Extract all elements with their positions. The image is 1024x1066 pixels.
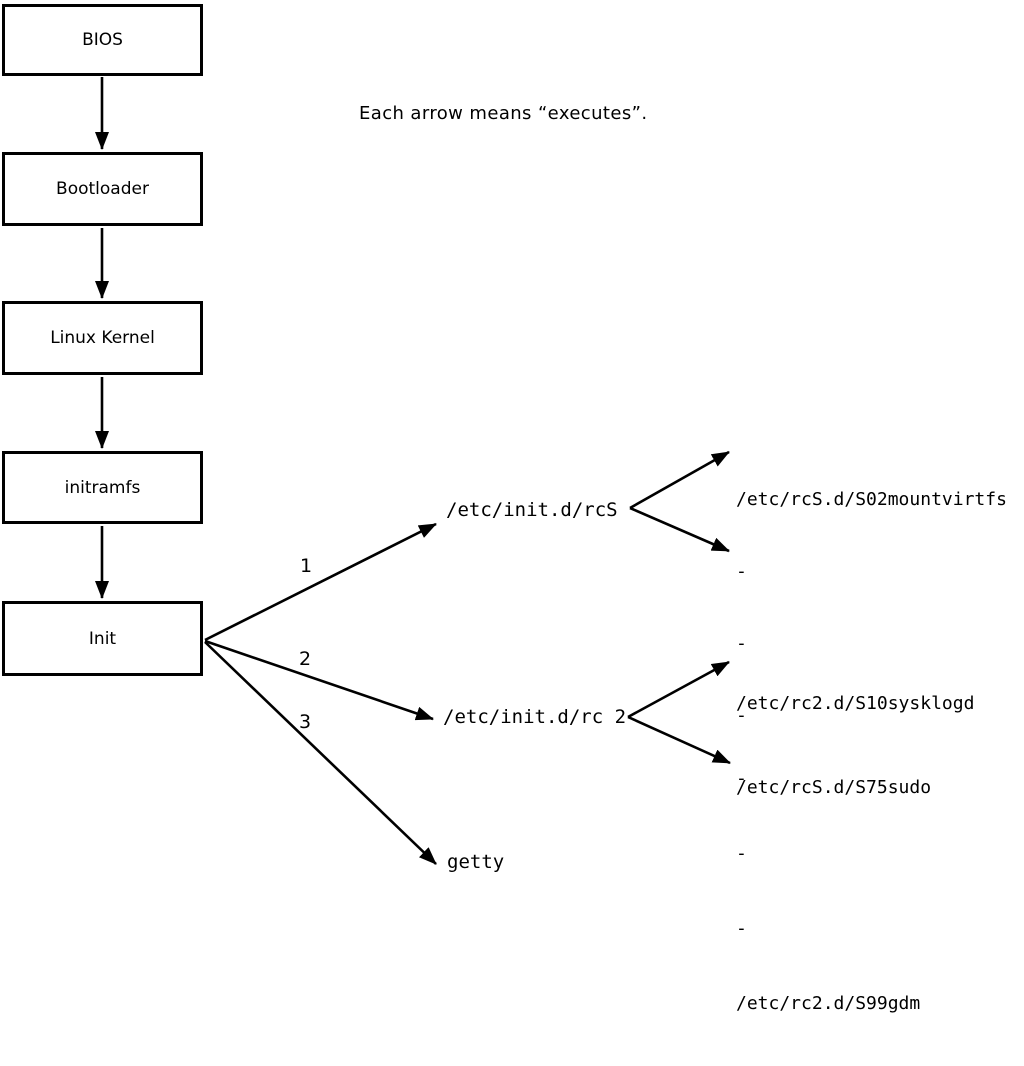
node-etc-init-d-rcS: /etc/init.d/rcS xyxy=(446,499,618,521)
box-init-label: Init xyxy=(88,628,117,649)
arrow-layer xyxy=(95,77,731,865)
rcS-script-first: /etc/rcS.d/S02mountvirtfs xyxy=(736,489,1007,510)
box-bios-label: BIOS xyxy=(82,30,123,50)
edge-order-1: 1 xyxy=(300,555,313,577)
box-linux-kernel-label: Linux Kernel xyxy=(50,328,155,348)
arrow-rc2-to-S10sysklogd xyxy=(627,660,730,719)
box-bootloader: Bootloader xyxy=(2,152,203,226)
rc2-script-last: /etc/rc2.d/S99gdm xyxy=(736,993,921,1014)
node-getty: getty xyxy=(447,851,505,873)
rcS-script-ellipsis: - xyxy=(736,705,747,726)
boot-process-diagram: BIOS Bootloader Linux Kernel initramfs I… xyxy=(2,4,1007,1014)
edge-order-2: 2 xyxy=(299,648,312,670)
rc2-script-ellipsis: - xyxy=(736,768,747,789)
box-initramfs-label: initramfs xyxy=(64,477,141,498)
rcS-script-ellipsis: - xyxy=(736,633,747,654)
node-etc-init-d-rc2: /etc/init.d/rc 2 xyxy=(443,706,627,728)
arrow-init-to-rcS xyxy=(204,522,437,642)
rcS-script-last: /etc/rcS.d/S75sudo xyxy=(736,777,932,798)
edge-order-3: 3 xyxy=(299,711,312,733)
rc2-script-list: /etc/rc2.d/S10sysklogd - - - /etc/rc2.d/… xyxy=(736,641,974,1066)
arrow-init-to-getty xyxy=(204,641,437,865)
arrow-init-to-rc2 xyxy=(204,639,434,721)
rc2-script-ellipsis: - xyxy=(736,918,747,939)
arrow-rcS-to-S02mountvirtfs xyxy=(629,450,730,510)
rcS-script-ellipsis: - xyxy=(736,561,747,582)
box-linux-kernel: Linux Kernel xyxy=(2,301,203,375)
box-init: Init xyxy=(2,601,203,676)
legend-note: Each arrow means “executes”. xyxy=(359,103,648,124)
rcS-script-list: /etc/rcS.d/S02mountvirtfs - - - /etc/rcS… xyxy=(736,440,1007,848)
rc2-script-first: /etc/rc2.d/S10sysklogd xyxy=(736,693,975,714)
rc2-script-ellipsis: - xyxy=(736,843,747,864)
box-bootloader-label: Bootloader xyxy=(56,179,149,199)
arrow-rcS-to-S75sudo xyxy=(629,506,730,553)
box-bios: BIOS xyxy=(2,4,203,76)
box-initramfs: initramfs xyxy=(2,451,203,524)
arrow-rc2-to-S99gdm xyxy=(627,715,731,765)
